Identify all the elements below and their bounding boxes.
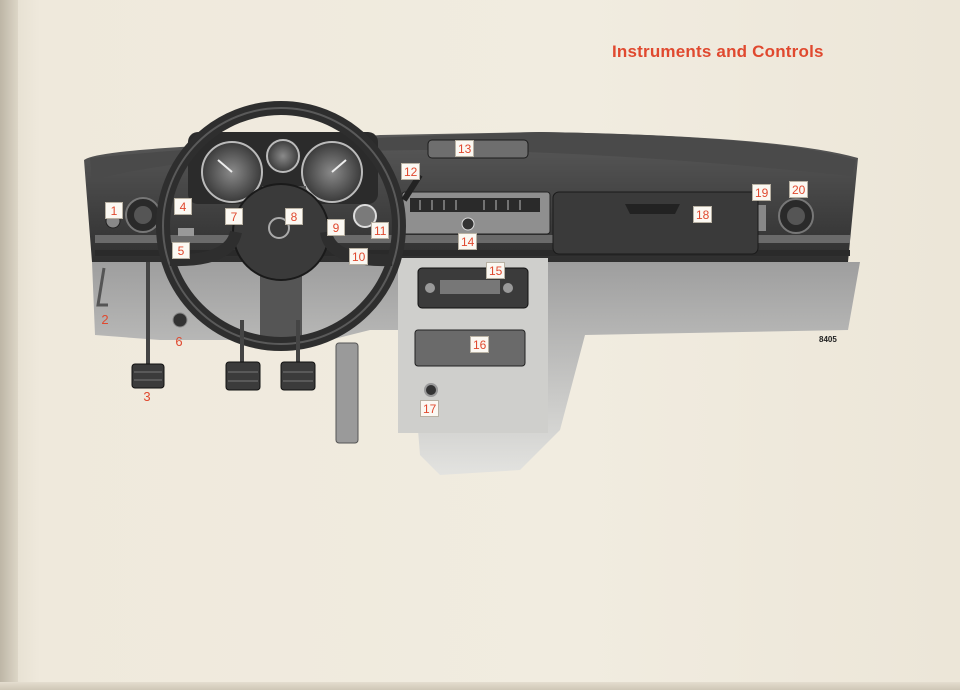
callout-11: 11 bbox=[371, 222, 390, 239]
callout-10: 10 bbox=[349, 248, 369, 265]
cigarette-lighter bbox=[424, 383, 438, 397]
callout-6: 6 bbox=[175, 334, 183, 349]
clock-gauge bbox=[266, 139, 300, 173]
page-title: Instruments and Controls bbox=[612, 42, 824, 61]
ignition-switch bbox=[353, 204, 377, 228]
callout-18: 18 bbox=[693, 206, 713, 223]
page-gutter bbox=[0, 0, 18, 690]
glovebox bbox=[552, 191, 759, 255]
callout-7: 7 bbox=[225, 208, 243, 225]
page-bottom-edge bbox=[0, 682, 960, 690]
callout-13: 13 bbox=[455, 140, 475, 157]
callout-16: 16 bbox=[470, 336, 490, 353]
callout-9: 9 bbox=[327, 219, 345, 236]
steering-hub bbox=[232, 183, 330, 281]
defroster-vent bbox=[427, 139, 529, 159]
callout-19: 19 bbox=[752, 184, 772, 201]
callout-17: 17 bbox=[420, 400, 440, 417]
callout-8: 8 bbox=[285, 208, 303, 225]
callout-20: 20 bbox=[789, 181, 809, 198]
accelerator-pedal bbox=[280, 361, 316, 391]
hood-release bbox=[96, 267, 108, 307]
callout-1: 1 bbox=[105, 202, 123, 219]
brake-pedal bbox=[225, 361, 261, 391]
callout-12: 12 bbox=[401, 163, 421, 180]
callout-15: 15 bbox=[486, 262, 506, 279]
callout-3: 3 bbox=[143, 389, 151, 404]
callout-4: 4 bbox=[174, 198, 192, 215]
parking-brake-pedal bbox=[131, 363, 165, 389]
figure-number: 8405 bbox=[819, 335, 837, 344]
callout-5: 5 bbox=[172, 242, 190, 259]
parking-brake-lever bbox=[335, 342, 359, 444]
callout-2: 2 bbox=[101, 312, 109, 327]
callout-14: 14 bbox=[458, 233, 478, 250]
